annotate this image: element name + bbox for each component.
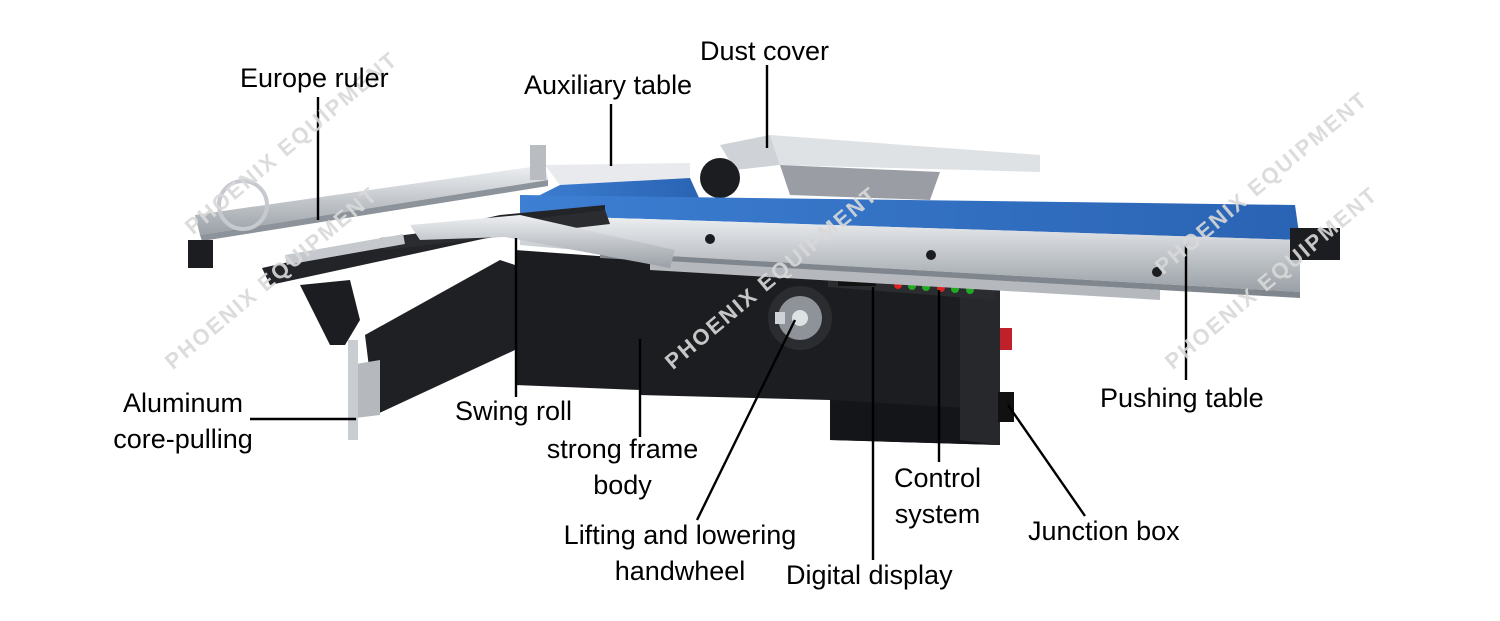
label-frame-line1: strong frame: [546, 434, 699, 464]
label-europe-ruler: Europe ruler: [240, 63, 389, 93]
label-swing-roll: Swing roll: [455, 396, 573, 426]
outrigger-frame: [262, 205, 675, 345]
label-strong-frame-body: strong frame body: [535, 431, 710, 503]
leader-lines: [250, 65, 1188, 560]
red-switch: [1000, 328, 1012, 350]
junction-box-shape: [998, 392, 1014, 422]
label-aluminum-line2: core-pulling: [113, 424, 253, 454]
handwheel: [768, 286, 832, 350]
label-auxiliary-table: Auxiliary table: [524, 70, 693, 100]
label-handwheel-line1: Lifting and lowering: [563, 520, 797, 550]
swing-arm: [348, 260, 515, 440]
label-aluminum-line1: Aluminum: [122, 388, 244, 418]
label-control-line1: Control: [893, 463, 982, 493]
label-frame-line2: body: [593, 470, 652, 500]
label-digital-display: Digital display: [786, 560, 953, 590]
europe-ruler-shape: [188, 145, 548, 268]
label-control-system: Control system: [880, 460, 995, 532]
label-control-line2: system: [894, 499, 981, 529]
label-lifting-handwheel: Lifting and lowering handwheel: [550, 517, 810, 589]
pushing-table-shape: [520, 195, 1340, 300]
leader-handwheel: [695, 319, 797, 521]
label-junction-box: Junction box: [1028, 516, 1180, 546]
dust-cover-shape: [700, 135, 1040, 200]
core-pulling-rod: [348, 340, 358, 440]
label-aluminum-core-pulling: Aluminum core-pulling: [108, 385, 258, 457]
label-dust-cover: Dust cover: [700, 36, 830, 66]
label-handwheel-line2: handwheel: [614, 556, 746, 586]
leader-junction-box: [1007, 404, 1086, 517]
label-pushing-table: Pushing table: [1100, 383, 1264, 413]
